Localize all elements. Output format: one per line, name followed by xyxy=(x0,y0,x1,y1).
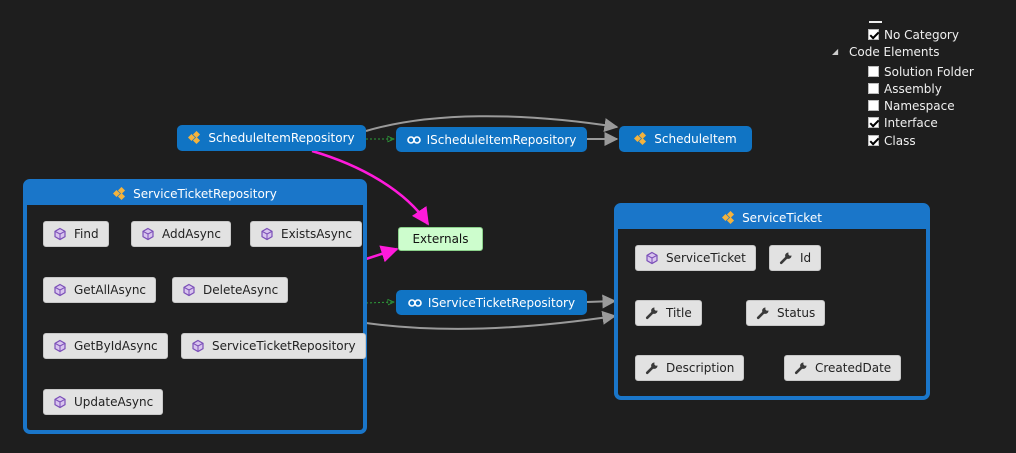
node-scheduleitem[interactable]: ScheduleItem xyxy=(619,126,752,152)
member-property[interactable]: Title xyxy=(635,300,702,326)
legend-label: Code Elements xyxy=(849,44,940,59)
legend-item-class[interactable]: Class xyxy=(868,132,916,149)
property-icon xyxy=(756,307,769,320)
member-label: ExistsAsync xyxy=(281,227,352,241)
member-label: CreatedDate xyxy=(815,361,892,375)
checkbox[interactable] xyxy=(868,83,879,94)
legend-item-no-category[interactable]: No Category xyxy=(868,26,959,43)
member-property[interactable]: Id xyxy=(769,245,822,271)
legend-item-interface[interactable]: Interface xyxy=(868,114,938,131)
checkbox[interactable] xyxy=(868,29,879,40)
method-icon xyxy=(54,395,66,409)
link-serviceticketrepo-to-iserviceticketrepo xyxy=(365,302,394,303)
node-label: IScheduleItemRepository xyxy=(426,132,577,147)
method-icon xyxy=(54,227,66,241)
link-scheduleitemrepo-to-externals xyxy=(311,149,430,226)
property-icon xyxy=(779,252,792,265)
member-method[interactable]: ExistsAsync xyxy=(250,221,362,247)
node-ischeduleitemrepository[interactable]: IScheduleItemRepository xyxy=(396,127,587,152)
link-serviceticketrepo-to-serviceticket xyxy=(365,310,617,330)
member-label: Find xyxy=(74,227,99,241)
link-serviceticketrepo-to-externals xyxy=(365,245,399,263)
group-title: ServiceTicketRepository xyxy=(133,187,277,201)
link-scheduleitemrepo-to-scheduleitem xyxy=(365,115,619,132)
member-property[interactable]: Description xyxy=(635,355,745,381)
method-icon xyxy=(192,339,204,353)
group-serviceticketrepository[interactable]: ServiceTicketRepository Find AddAsync Ex… xyxy=(23,179,367,434)
node-label: ScheduleItem xyxy=(654,132,737,146)
member-label: UpdateAsync xyxy=(74,395,154,409)
method-icon xyxy=(54,283,66,297)
member-label: Title xyxy=(666,306,692,320)
class-icon xyxy=(634,132,647,146)
member-method[interactable]: AddAsync xyxy=(131,221,231,247)
link-iserviceticketrepo-to-serviceticket xyxy=(586,294,617,309)
legend-label: Solution Folder xyxy=(884,64,974,79)
member-constructor[interactable]: ServiceTicketRepository xyxy=(181,333,366,359)
checkbox[interactable] xyxy=(868,117,879,128)
member-label: Status xyxy=(777,306,816,320)
node-iserviceticketrepository[interactable]: IServiceTicketRepository xyxy=(396,290,587,315)
member-label: DeleteAsync xyxy=(203,283,279,297)
legend-label: No Category xyxy=(884,27,959,42)
member-label: AddAsync xyxy=(162,227,221,241)
group-header[interactable]: ServiceTicketRepository xyxy=(27,183,363,205)
method-icon xyxy=(261,227,273,241)
group-title: ServiceTicket xyxy=(742,211,822,225)
checkbox[interactable] xyxy=(868,135,879,146)
class-icon xyxy=(113,187,126,201)
method-icon xyxy=(54,339,66,353)
class-icon xyxy=(188,131,201,145)
member-method[interactable]: GetByIdAsync xyxy=(43,333,168,359)
node-scheduleitemrepository[interactable]: ScheduleItemRepository xyxy=(177,125,366,151)
member-method[interactable]: GetAllAsync xyxy=(43,277,157,303)
member-label: ServiceTicketRepository xyxy=(212,339,356,353)
member-method[interactable]: DeleteAsync xyxy=(172,277,289,303)
legend-item-assembly[interactable]: Assembly xyxy=(868,80,942,97)
property-icon xyxy=(645,362,658,375)
checkbox[interactable] xyxy=(868,66,879,77)
property-icon xyxy=(794,362,807,375)
legend-label: Namespace xyxy=(884,98,955,113)
legend-dash xyxy=(869,21,882,23)
member-label: GetAllAsync xyxy=(74,283,147,297)
interface-icon xyxy=(406,135,421,144)
legend-item-solution-folder[interactable]: Solution Folder xyxy=(868,63,974,80)
member-constructor[interactable]: ServiceTicket xyxy=(635,245,756,271)
member-label: ServiceTicket xyxy=(666,251,746,265)
member-label: Description xyxy=(666,361,735,375)
member-label: GetByIdAsync xyxy=(74,339,158,353)
member-property[interactable]: CreatedDate xyxy=(784,355,902,381)
method-icon xyxy=(646,251,658,265)
method-icon xyxy=(183,283,195,297)
collapse-triangle-icon[interactable]: ◢ xyxy=(832,47,839,56)
legend-label: Interface xyxy=(884,115,938,130)
member-method[interactable]: UpdateAsync xyxy=(43,389,164,415)
interface-icon xyxy=(408,298,422,307)
property-icon xyxy=(645,307,658,320)
legend-label: Assembly xyxy=(884,81,942,96)
group-serviceticket[interactable]: ServiceTicket ServiceTicket Id Title Sta… xyxy=(614,203,930,400)
node-externals[interactable]: Externals xyxy=(398,227,483,251)
group-header[interactable]: ServiceTicket xyxy=(618,207,926,229)
member-property[interactable]: Status xyxy=(746,300,826,326)
legend-label: Class xyxy=(884,133,916,148)
node-label: Externals xyxy=(412,232,469,246)
member-label: Id xyxy=(800,251,812,265)
node-label: IServiceTicketRepository xyxy=(427,295,576,310)
legend-item-namespace[interactable]: Namespace xyxy=(868,97,955,114)
method-icon xyxy=(142,227,154,241)
checkbox[interactable] xyxy=(868,100,879,111)
node-label: ScheduleItemRepository xyxy=(208,131,355,145)
member-method[interactable]: Find xyxy=(43,221,109,247)
legend-item-code-elements[interactable]: ◢ Code Elements xyxy=(832,43,939,60)
class-icon xyxy=(722,211,735,225)
